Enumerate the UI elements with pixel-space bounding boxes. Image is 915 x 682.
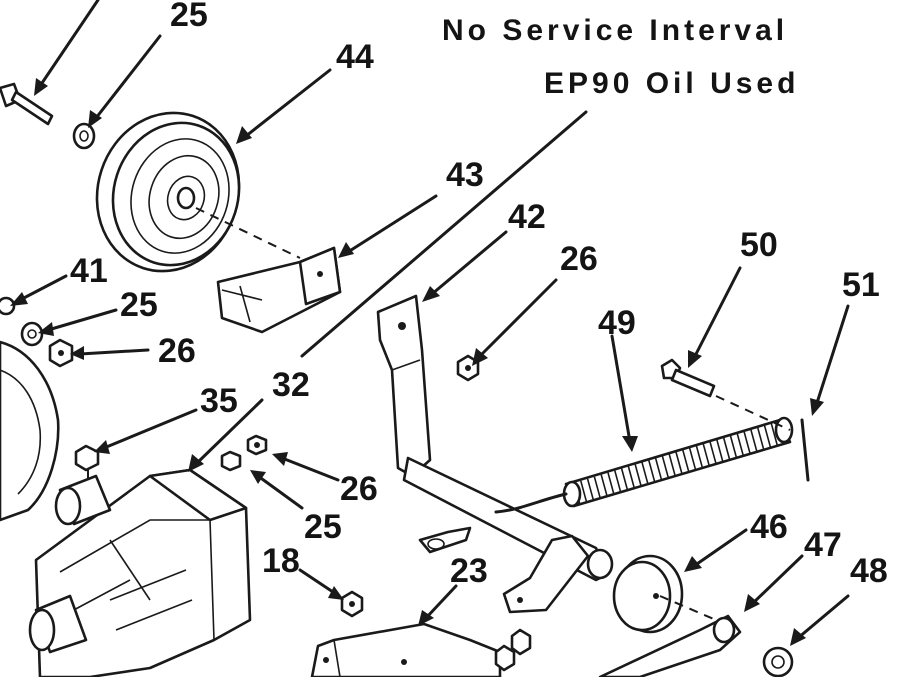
callout-26-left: 26: [158, 332, 196, 370]
callout-32: 32: [272, 366, 310, 404]
callout-43: 43: [446, 156, 484, 194]
callout-18: 18: [262, 542, 300, 580]
callout-44: 44: [336, 38, 374, 76]
bracket-part-23: [310, 622, 532, 679]
callout-26-mid: 26: [340, 470, 378, 508]
nut-part-35: [74, 444, 100, 472]
link-part-47: [598, 614, 742, 679]
left-fasteners: [0, 296, 74, 368]
callout-49: 49: [598, 304, 636, 342]
roller-part-46: [612, 554, 684, 634]
callout-35: 35: [200, 382, 238, 420]
callout-25-left: 25: [120, 286, 158, 324]
callout-51: 51: [842, 266, 880, 304]
leader-lines: [10, 0, 850, 646]
note-line-1: No Service Interval: [442, 14, 788, 47]
callout-25-mid: 25: [304, 508, 342, 546]
callout-42: 42: [508, 198, 546, 236]
wheel-partial-left: [0, 340, 60, 522]
pin-part-51: [800, 418, 810, 482]
pulley-part-44: [95, 111, 241, 273]
washer-part-48: [762, 646, 794, 678]
nut-part-18: [340, 590, 364, 618]
bolt-top-left: [0, 82, 54, 126]
callout-23: 23: [450, 552, 488, 590]
lever-part-42: [376, 294, 614, 614]
bracket-part-43: [216, 246, 342, 334]
callout-41: 41: [70, 252, 108, 290]
callout-48: 48: [850, 552, 888, 590]
note-line-2: EP90 Oil Used: [544, 67, 799, 100]
callout-26-right: 26: [560, 240, 598, 278]
spring-part-49: [494, 416, 794, 514]
callout-47: 47: [804, 526, 842, 564]
callout-50: 50: [740, 226, 778, 264]
bolt-part-50: [660, 358, 716, 398]
callout-46: 46: [750, 508, 788, 546]
washer-part-25-top: [72, 122, 96, 150]
callout-25-top: 25: [170, 0, 208, 34]
gearbox-housing: [28, 434, 268, 679]
